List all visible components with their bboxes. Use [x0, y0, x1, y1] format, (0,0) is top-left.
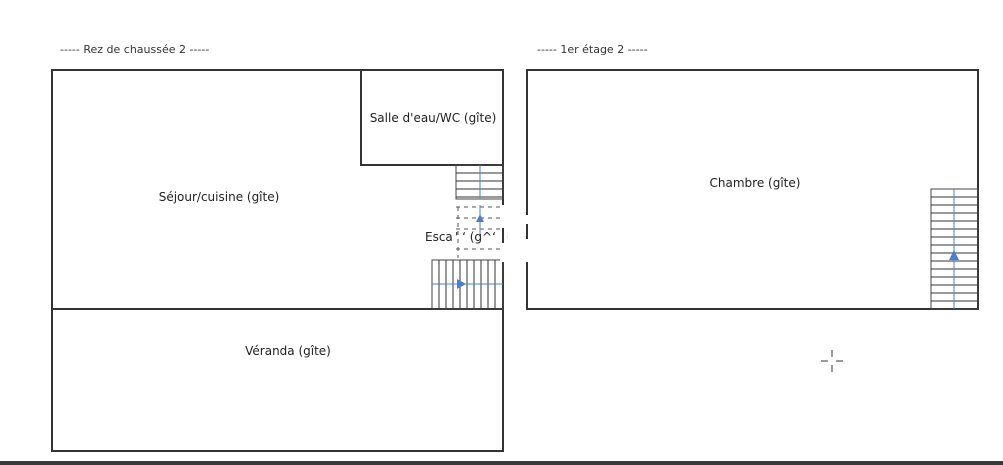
- staircase-first-floor: [930, 188, 979, 310]
- stair-arrow-icon: [476, 214, 484, 222]
- bottom-edge-bar: [0, 461, 1003, 465]
- room-sejour[interactable]: Séjour/cuisine (gîte): [159, 190, 280, 204]
- room-chambre[interactable]: Chambre (gîte): [710, 176, 801, 190]
- level-header-ground: ----- Rez de chaussée 2 -----: [60, 43, 209, 56]
- room-salle-eau[interactable]: Salle d'eau/WC (gîte): [370, 111, 497, 125]
- ground-floor: Séjour/cuisine (gîte) Salle d'eau/WC (gî…: [51, 69, 508, 452]
- room-label-veranda: Véranda (gîte): [245, 344, 331, 358]
- room-label-sejour: Séjour/cuisine (gîte): [159, 190, 280, 204]
- room-veranda[interactable]: Véranda (gîte): [245, 344, 331, 358]
- crosshair-icon: [821, 350, 843, 372]
- staircase-upper-run: [455, 164, 504, 258]
- first-floor: Chambre (gîte): [523, 69, 979, 310]
- room-escalier[interactable]: Esca ' ‘ (g^‘ ’): [425, 230, 508, 244]
- staircase-lower-run: [431, 259, 504, 310]
- room-label-salle-eau: Salle d'eau/WC (gîte): [370, 111, 497, 125]
- stair-arrow-icon: [457, 279, 466, 289]
- room-label-chambre: Chambre (gîte): [710, 176, 801, 190]
- svg-text:' ‘ (g^‘ ’): ' ‘ (g^‘ ’): [455, 230, 508, 244]
- room-label-escalier: Esca: [425, 230, 453, 244]
- stair-arrow-icon: [949, 250, 959, 260]
- level-header-first: ----- 1er étage 2 -----: [537, 43, 648, 56]
